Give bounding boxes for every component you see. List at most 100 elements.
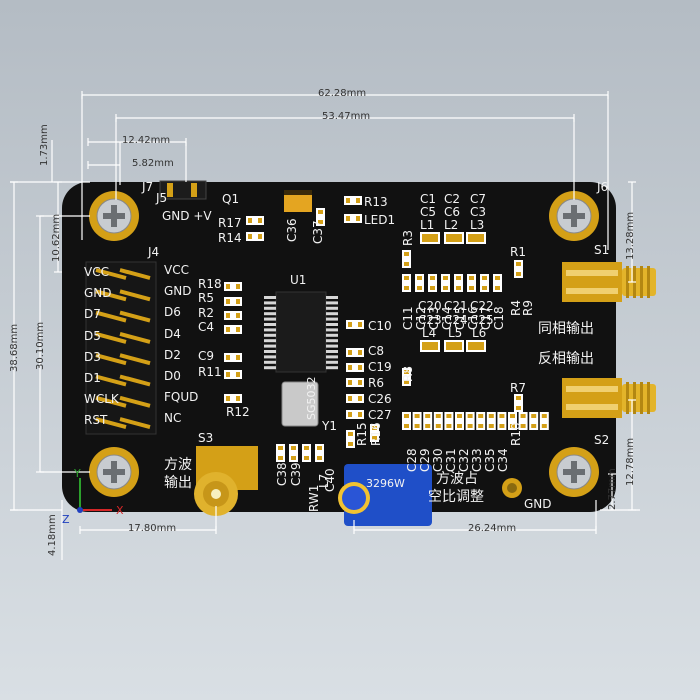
axis-y-label: Y	[74, 467, 81, 480]
smd-botrow-10	[508, 412, 517, 430]
axis-z-label: Z	[62, 513, 70, 526]
pad	[358, 322, 362, 327]
chip-pin	[264, 333, 276, 337]
chip-pin	[326, 339, 338, 343]
pad	[499, 424, 505, 428]
part-label-right: C27	[368, 408, 392, 422]
dim-label-s3: 17.80mm	[128, 523, 177, 534]
axis-x-label: X	[116, 504, 124, 517]
pad	[348, 442, 353, 446]
pad	[404, 286, 409, 290]
pad	[404, 252, 409, 256]
pad-outline	[514, 394, 523, 412]
pad	[417, 286, 422, 290]
chip-pin	[264, 301, 276, 305]
pad	[417, 276, 422, 280]
pad	[317, 446, 322, 450]
ref-c21: C21	[444, 299, 468, 313]
ref-c20: C20	[418, 299, 442, 313]
header-pin	[119, 310, 151, 323]
ref-r3: R3	[401, 230, 415, 246]
header-pin	[95, 289, 127, 302]
sma-pad	[566, 404, 618, 410]
part-label-left: C9	[198, 349, 215, 363]
chip-pin	[264, 344, 276, 348]
j5-pin-label: GND +V	[162, 209, 212, 223]
ref-j4: J4	[148, 245, 160, 259]
cap-label-top: C12	[414, 306, 428, 330]
chip-pin	[264, 323, 276, 326]
pad	[404, 262, 409, 266]
pad	[531, 424, 537, 428]
chip-pin	[264, 360, 276, 364]
pad	[468, 342, 484, 350]
pad	[226, 327, 230, 332]
pin-label-right: D0	[164, 369, 181, 383]
pot-marking: 3296W	[366, 477, 405, 490]
pad	[291, 446, 296, 450]
ref-c24: C24	[444, 313, 468, 327]
chip-pin	[326, 328, 338, 332]
s1-sma	[562, 262, 656, 302]
smd-botrow-0	[402, 412, 411, 430]
cap-label-top: C15	[453, 306, 467, 330]
smd-botrow-8	[486, 412, 496, 430]
ref-c7: C7	[470, 192, 487, 206]
pin-label-left: D3	[84, 349, 101, 364]
pad-outline	[415, 274, 424, 292]
smd-r16	[370, 424, 379, 442]
pad	[510, 424, 515, 428]
pad	[478, 424, 484, 428]
cap-label-bottom: C35	[483, 448, 497, 472]
pad	[457, 424, 462, 428]
pad-outline	[346, 394, 364, 403]
y1-crystal	[281, 381, 319, 427]
cap-label-top: C14	[440, 306, 454, 330]
chip-pin	[326, 323, 338, 326]
cap-label-top: C18	[492, 306, 506, 330]
dim-label-j7: 12.42mm	[122, 135, 171, 146]
pad-outline	[224, 282, 242, 291]
inductor-2	[466, 232, 486, 244]
smd-toprow-3	[441, 274, 450, 292]
pad	[478, 414, 484, 418]
pad	[358, 396, 362, 401]
pad-outline	[224, 311, 242, 320]
smd-botrow-5	[455, 412, 464, 430]
pad-outline	[444, 412, 454, 430]
crystal-body	[281, 381, 319, 427]
ref-c23: C23	[418, 313, 442, 327]
pad-outline	[486, 412, 496, 430]
pad	[488, 424, 494, 428]
pad	[469, 276, 474, 280]
screw-slot	[571, 205, 577, 227]
pad	[258, 234, 262, 239]
s3-sma	[194, 446, 258, 516]
header-pin	[119, 353, 151, 366]
ref-led1: LED1	[364, 213, 396, 227]
sma-pad	[566, 386, 618, 392]
pad-outline	[480, 274, 489, 292]
pad	[467, 424, 473, 428]
cap-band	[284, 190, 312, 195]
smd-r1	[514, 260, 523, 278]
pad	[304, 456, 309, 460]
dim-label-top-margin: 1.73mm	[39, 124, 50, 166]
sma-thread	[626, 382, 629, 414]
pad-outline	[493, 274, 502, 292]
smd-c38row-3	[315, 444, 324, 462]
pad	[346, 216, 350, 221]
pad	[414, 414, 420, 418]
pad	[258, 218, 262, 223]
ref-j6: J6	[597, 180, 609, 194]
pad-outline	[344, 196, 362, 205]
ref-c1: C1	[420, 192, 437, 206]
smd-botrow-13	[539, 412, 549, 430]
part-label-left: R11	[198, 365, 222, 379]
pad-outline	[346, 348, 364, 357]
pad	[358, 365, 362, 370]
smd-toprow-7	[493, 274, 502, 292]
chip-pin	[326, 296, 338, 299]
pad	[443, 276, 448, 280]
smd-right-4	[346, 394, 364, 403]
